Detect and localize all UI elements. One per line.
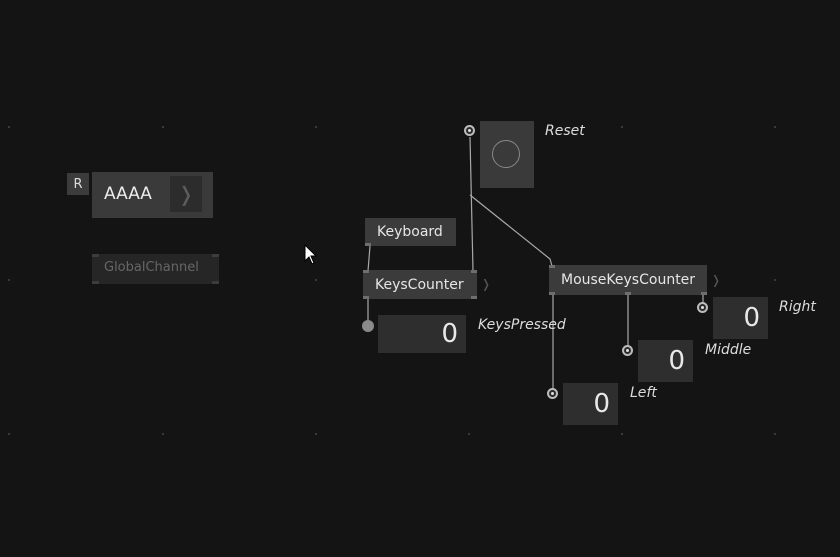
right-label: Right: [779, 299, 816, 315]
left-value-box[interactable]: 0: [563, 383, 618, 425]
keyscounter-output-pin-2[interactable]: [471, 296, 477, 299]
chevron-right-icon: ❭: [711, 273, 722, 287]
keyboard-output-pin[interactable]: [365, 243, 371, 246]
string-iobox-value: AAAA: [104, 184, 152, 204]
keyspressed-label: KeysPressed: [478, 317, 566, 333]
circle-icon: [492, 140, 520, 168]
wire-reset-keyscounter: [469, 136, 474, 272]
mouse-cursor-icon: [304, 244, 318, 265]
mousekeyscounter-middle-pin[interactable]: [625, 292, 631, 295]
mouse-keys-counter-label: MouseKeysCounter: [561, 272, 696, 288]
keyspressed-pin[interactable]: [362, 320, 374, 332]
right-pin[interactable]: [697, 302, 708, 313]
keys-counter-label: KeysCounter: [375, 276, 464, 293]
keyscounter-input-pin-2[interactable]: [471, 270, 477, 273]
keyscounter-input-pin-1[interactable]: [363, 270, 369, 273]
keys-counter-node[interactable]: KeysCounter: [363, 270, 477, 299]
chevron-right-icon: ❭: [481, 277, 492, 291]
mousekeyscounter-input-pin[interactable]: [549, 265, 555, 268]
left-pin[interactable]: [547, 388, 558, 399]
middle-value: 0: [668, 346, 685, 376]
string-iobox-expand-button[interactable]: ❭: [170, 176, 202, 212]
wire-keyboard-keyscounter: [367, 245, 371, 272]
reset-pin[interactable]: [464, 125, 475, 136]
left-value: 0: [593, 389, 610, 419]
r-button-label: R: [73, 176, 83, 192]
keyboard-node-label: Keyboard: [377, 224, 443, 240]
middle-pin[interactable]: [622, 345, 633, 356]
right-value-box[interactable]: 0: [713, 297, 768, 339]
global-channel-label: GlobalChannel: [104, 260, 199, 275]
keyboard-node[interactable]: Keyboard: [365, 218, 456, 246]
global-channel-node[interactable]: GlobalChannel: [92, 254, 219, 284]
mouse-keys-counter-node[interactable]: MouseKeysCounter: [549, 265, 707, 295]
reset-bang-button[interactable]: [480, 121, 534, 188]
middle-label: Middle: [705, 342, 752, 358]
left-label: Left: [630, 385, 657, 401]
right-value: 0: [743, 303, 760, 333]
chevron-right-icon: ❭: [177, 182, 195, 206]
mousekeyscounter-right-pin[interactable]: [701, 292, 707, 295]
string-iobox[interactable]: AAAA ❭: [92, 172, 213, 218]
wire-reset-mousekeyscounter: [469, 194, 553, 267]
mousekeyscounter-left-pin[interactable]: [549, 292, 555, 295]
r-button[interactable]: R: [67, 173, 89, 195]
keyspressed-value-box[interactable]: 0: [378, 315, 466, 353]
reset-label: Reset: [545, 123, 585, 139]
keyspressed-value: 0: [441, 319, 458, 349]
keyscounter-output-pin[interactable]: [363, 296, 369, 299]
middle-value-box[interactable]: 0: [638, 340, 693, 382]
